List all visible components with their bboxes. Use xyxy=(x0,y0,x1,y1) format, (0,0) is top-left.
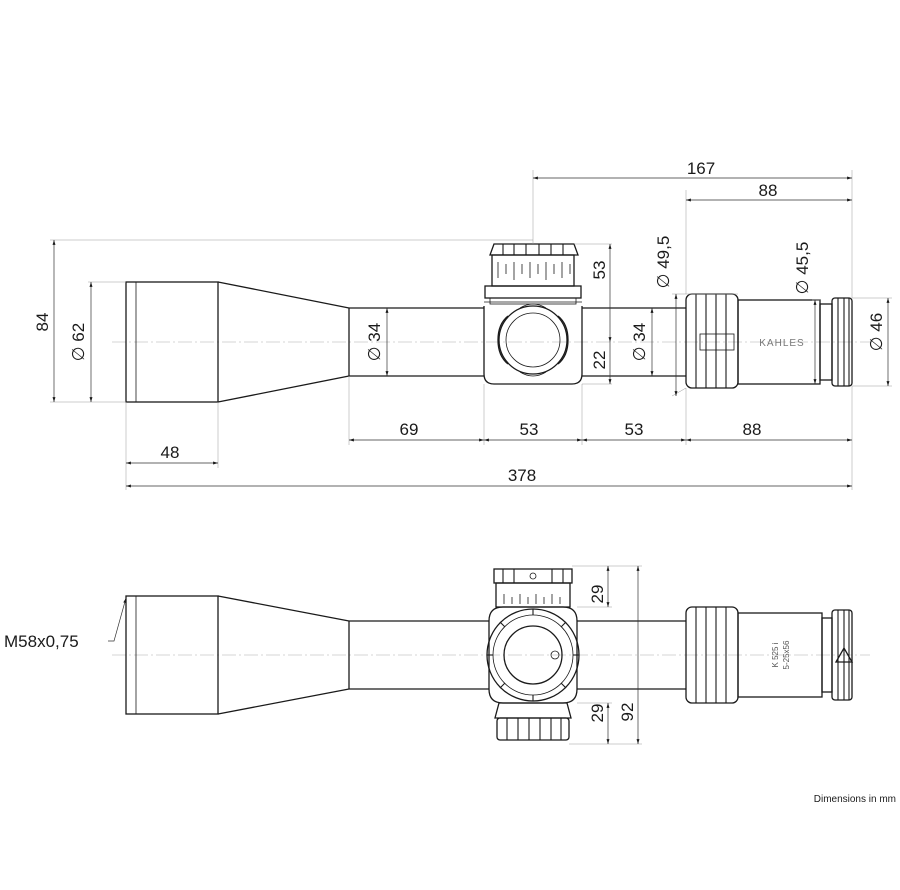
top-brand-label: KAHLES xyxy=(759,338,804,349)
dim-29-top: 29 xyxy=(588,585,607,604)
top-diopter-knob xyxy=(819,297,853,387)
thread-leader-line xyxy=(108,597,127,642)
side-view: K 525 i 5-25x56 M58x0,75 29 29 92 xyxy=(4,565,870,745)
dim-diameter-46: ∅ 46 xyxy=(867,313,886,351)
dim-53-a: 53 xyxy=(520,420,539,439)
dim-diameter-34-left: ∅ 34 xyxy=(365,323,384,361)
side-parallax-knob xyxy=(486,608,580,702)
side-windage-turret xyxy=(494,702,572,741)
side-model-sub-label: 5-25x56 xyxy=(782,640,791,669)
side-dimension-lines xyxy=(569,565,642,745)
dim-378: 378 xyxy=(508,466,536,485)
thread-label: M58x0,75 xyxy=(4,632,79,651)
dim-48: 48 xyxy=(161,443,180,462)
dim-167: 167 xyxy=(687,159,715,178)
top-rear-tube xyxy=(582,307,686,377)
top-extension-lines xyxy=(50,170,892,490)
side-objective-taper xyxy=(217,595,350,715)
side-diopter-knob xyxy=(821,609,853,701)
top-objective-taper xyxy=(217,281,350,403)
side-front-tube xyxy=(348,620,489,690)
top-saddle xyxy=(483,306,583,385)
dim-diameter-62: ∅ 62 xyxy=(69,323,88,361)
dim-diameter-34-right: ∅ 34 xyxy=(630,323,649,361)
top-dimension-lines xyxy=(52,176,890,488)
units-note: Dimensions in mm xyxy=(814,794,896,805)
dim-53-vertical: 53 xyxy=(590,261,609,280)
side-rear-tube xyxy=(577,620,686,690)
dim-84: 84 xyxy=(33,313,52,332)
dim-diameter-45-5: ∅ 45,5 xyxy=(793,242,812,295)
top-front-tube xyxy=(348,307,484,377)
dim-53-b: 53 xyxy=(625,420,644,439)
dim-22: 22 xyxy=(590,351,609,370)
top-magnification-ring xyxy=(685,293,739,389)
side-model-label: K 525 i xyxy=(771,642,780,667)
top-elevation-turret xyxy=(484,243,582,305)
dim-92: 92 xyxy=(618,703,637,722)
top-side-turret xyxy=(497,303,569,377)
dim-29-bottom: 29 xyxy=(588,704,607,723)
dim-69: 69 xyxy=(400,420,419,439)
dim-88-bottom: 88 xyxy=(743,420,762,439)
top-objective-bell xyxy=(125,281,219,403)
side-objective-bell xyxy=(125,595,219,715)
dim-diameter-49-5: ∅ 49,5 xyxy=(654,236,673,289)
top-view: KAHLES xyxy=(33,159,892,490)
side-elevation-turret xyxy=(493,568,573,608)
dim-88-top: 88 xyxy=(759,181,778,200)
